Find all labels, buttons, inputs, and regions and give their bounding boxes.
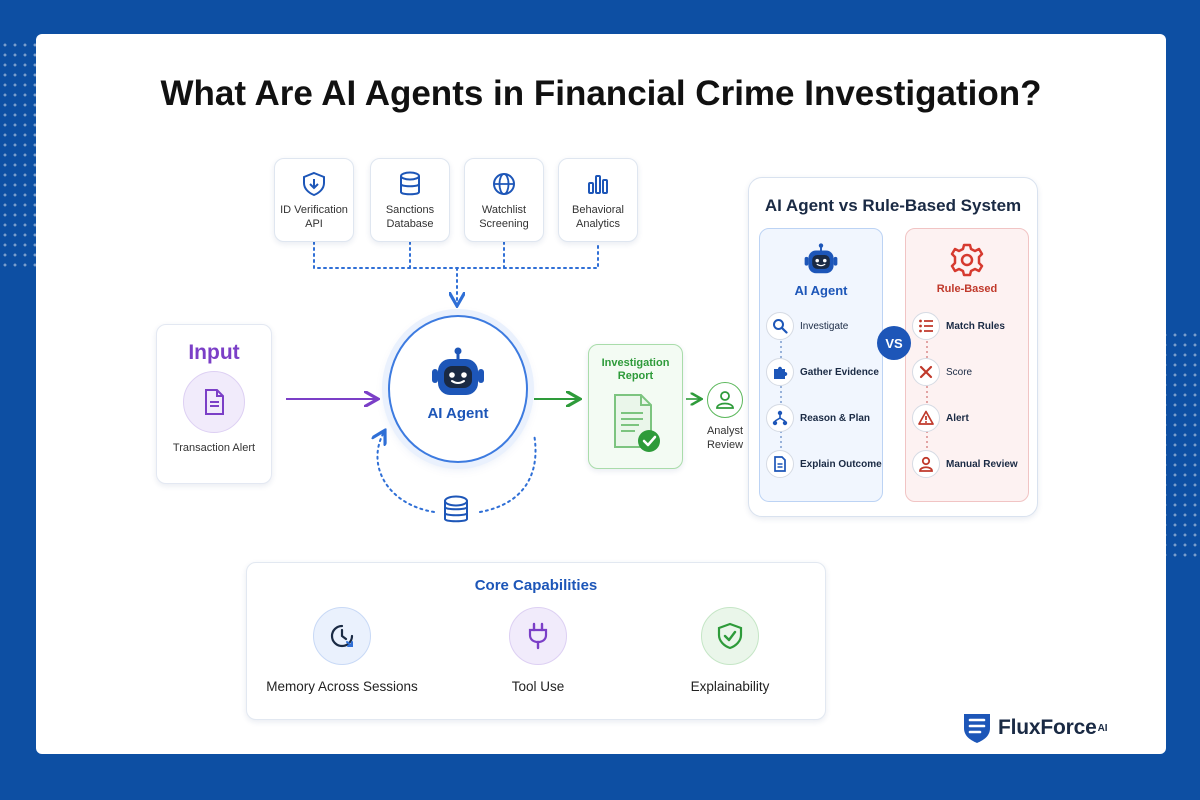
- person-icon: [919, 456, 933, 472]
- ai-agent-node: AI Agent: [388, 315, 528, 463]
- input-card: Input Transaction Alert: [156, 324, 272, 484]
- capability-icon-circle: [701, 607, 759, 665]
- rule-step-label: Match Rules: [946, 320, 1005, 332]
- ai-step-icon-circle: [766, 404, 794, 432]
- report-title: Investigation Report: [601, 357, 670, 382]
- brand-suffix: AI: [1097, 722, 1108, 734]
- flux-shield-icon: [964, 714, 990, 743]
- gear-icon: [950, 243, 984, 277]
- ai-agent-column-header: AI Agent: [760, 243, 882, 298]
- document-icon: [774, 456, 786, 472]
- source-connectors: [313, 241, 599, 304]
- analyst-review: Analyst Review: [696, 382, 754, 452]
- comparison-panel: AI Agent vs Rule-Based System AI Agent: [748, 177, 1038, 517]
- ai-step-label: Reason & Plan: [800, 412, 871, 424]
- plug-icon: [528, 622, 548, 650]
- ai-step-gather-evidence: Gather Evidence: [766, 357, 879, 387]
- capability-tool-use: Tool Use: [443, 607, 633, 694]
- ai-step-label: Investigate: [800, 320, 849, 332]
- database-icon: [400, 171, 420, 196]
- vs-badge: VS: [877, 326, 911, 360]
- source-card-behavioral: Behavioral Analytics: [558, 158, 638, 242]
- memory-database-icon: [444, 495, 468, 523]
- x-icon: [919, 365, 933, 379]
- rule-based-column: Rule-Based Match Rules Score Alert Manua…: [905, 228, 1029, 502]
- investigation-report-card: Investigation Report: [588, 344, 683, 469]
- ai-step-icon-circle: [766, 312, 794, 340]
- capability-label: Explainability: [690, 679, 770, 694]
- ai-step-label: Explain Outcome: [800, 458, 882, 470]
- rule-step-match-rules: Match Rules: [912, 311, 1005, 341]
- ai-agent-column-title: AI Agent: [794, 283, 848, 298]
- capability-label: Tool Use: [511, 679, 565, 694]
- diagram-canvas: What Are AI Agents in Financial Crime In…: [36, 34, 1166, 754]
- network-icon: [772, 410, 788, 426]
- ai-step-reason-plan: Reason & Plan: [766, 403, 870, 433]
- search-icon: [773, 319, 788, 334]
- ai-agent-label: AI Agent: [427, 405, 489, 422]
- input-label: Transaction Alert: [172, 442, 256, 454]
- shield-icon: [303, 171, 325, 197]
- person-icon: [716, 391, 734, 409]
- shield-check-icon: [717, 622, 743, 650]
- analyst-icon-circle: [707, 382, 743, 418]
- robot-icon: [804, 243, 838, 274]
- input-icon-circle: [183, 371, 245, 433]
- comparison-title: AI Agent vs Rule-Based System: [764, 196, 1022, 215]
- bar-chart-icon: [588, 175, 608, 194]
- rule-step-icon-circle: [912, 312, 940, 340]
- list-icon: [919, 319, 933, 333]
- source-label: ID Verification API: [280, 204, 348, 230]
- report-check-icon: [613, 394, 660, 452]
- rule-step-alert: Alert: [912, 403, 969, 433]
- page-title: What Are AI Agents in Financial Crime In…: [160, 74, 1042, 113]
- capability-icon-circle: [509, 607, 567, 665]
- clock-icon: [330, 624, 354, 648]
- ai-step-icon-circle: [766, 358, 794, 386]
- ai-step-label: Gather Evidence: [800, 366, 879, 378]
- capability-explainability: Explainability: [635, 607, 825, 694]
- capability-icon-circle: [313, 607, 371, 665]
- ai-step-explain-outcome: Explain Outcome: [766, 449, 882, 479]
- ai-step-investigate: Investigate: [766, 311, 848, 341]
- rule-step-icon-circle: [912, 358, 940, 386]
- brand-name: FluxForce: [998, 716, 1097, 739]
- ai-step-icon-circle: [766, 450, 794, 478]
- rule-step-label: Alert: [946, 412, 969, 424]
- rule-step-icon-circle: [912, 404, 940, 432]
- source-card-id-verification: ID Verification API: [274, 158, 354, 242]
- core-capabilities-title: Core Capabilities: [474, 577, 598, 594]
- source-label: Sanctions Database: [385, 204, 435, 230]
- source-card-watchlist: Watchlist Screening: [464, 158, 544, 242]
- rule-step-icon-circle: [912, 450, 940, 478]
- globe-icon: [493, 173, 515, 195]
- capability-label: Memory Across Sessions: [266, 679, 418, 694]
- puzzle-icon: [774, 366, 788, 379]
- rule-step-manual-review: Manual Review: [912, 449, 1018, 479]
- memory-loop: [377, 432, 537, 513]
- rule-step-label: Manual Review: [946, 458, 1018, 470]
- rule-step-score: Score: [912, 357, 972, 387]
- warning-icon: [918, 410, 934, 425]
- ai-agent-column: AI Agent Investigate Gather Evidence Rea…: [759, 228, 883, 502]
- core-capabilities-panel: Core Capabilities Memory Across Sessions…: [246, 562, 826, 720]
- input-title: Input: [188, 341, 240, 364]
- source-label: Behavioral Analytics: [572, 204, 624, 230]
- source-card-sanctions: Sanctions Database: [370, 158, 450, 242]
- robot-icon: [432, 347, 484, 395]
- source-label: Watchlist Screening: [479, 204, 529, 230]
- analyst-label: Analyst Review: [706, 425, 744, 451]
- capability-memory: Memory Across Sessions: [247, 607, 437, 694]
- decorative-dots-right: [1160, 330, 1200, 560]
- rule-based-column-header: Rule-Based: [906, 243, 1028, 295]
- document-icon: [205, 389, 224, 415]
- rule-based-column-title: Rule-Based: [936, 283, 998, 295]
- rule-step-label: Score: [946, 366, 973, 378]
